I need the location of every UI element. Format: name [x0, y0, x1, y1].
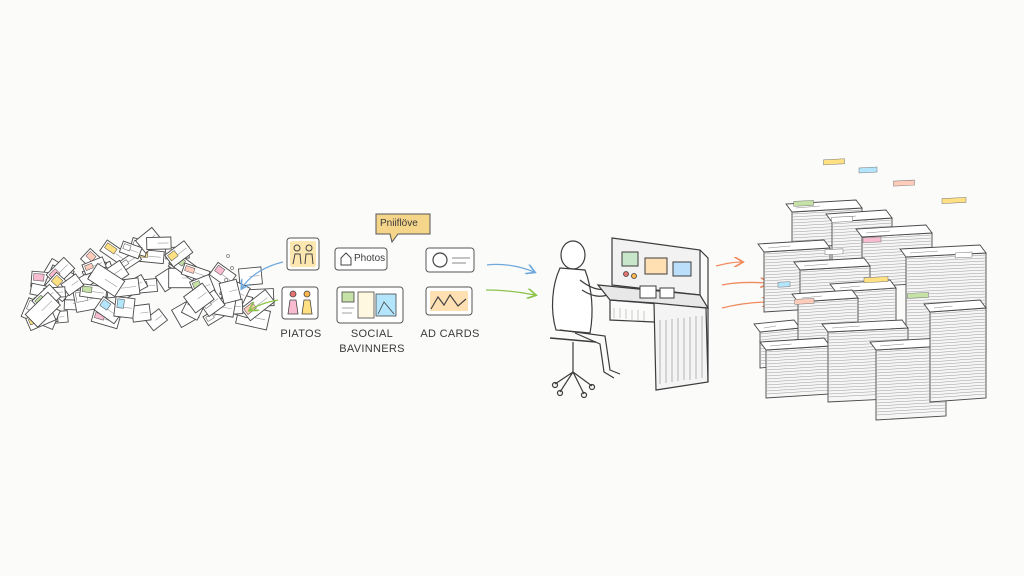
document-stack — [869, 292, 947, 421]
scattered-paper — [146, 236, 172, 250]
label-ad-cards: AD CARDS — [420, 328, 480, 340]
photos-icon-label: Photos — [354, 253, 386, 264]
arrow-to-pile-blue — [242, 261, 284, 288]
scattered-paper — [118, 240, 143, 260]
organized-document-stacks — [753, 158, 987, 421]
control-console — [596, 237, 710, 391]
scattered-paper — [93, 295, 124, 325]
paper-fragment — [224, 278, 228, 282]
arrow-to-stacks-2 — [721, 282, 768, 285]
arrow-to-pile-green — [250, 299, 279, 310]
messy-document-pile — [20, 226, 276, 332]
cc-icon — [425, 247, 475, 273]
photos-button-icon — [334, 247, 388, 271]
scattered-paper — [79, 283, 108, 301]
tooltip-badge — [375, 213, 431, 244]
label-photos: PIATOS — [280, 328, 322, 340]
scattered-paper — [218, 278, 242, 305]
arrow-to-operator-green — [485, 290, 535, 295]
figures-icon — [281, 286, 319, 320]
scattered-paper — [164, 240, 194, 268]
document-stack — [759, 298, 831, 399]
tooltip-label: Pniiflöve — [380, 218, 418, 229]
operator-at-console — [549, 240, 621, 399]
label-social-line1: SOCIAL — [350, 328, 394, 340]
paper-fragment — [230, 266, 234, 270]
scattered-paper — [182, 282, 215, 314]
chart-card-icon — [425, 286, 473, 316]
paper-fragment — [226, 254, 230, 258]
scattered-paper — [237, 266, 263, 287]
scattered-paper — [24, 291, 62, 328]
label-social-line2: BAVINNERS — [339, 343, 405, 355]
arrow-to-operator-blue — [486, 263, 534, 272]
arrow-to-stacks-3 — [721, 302, 770, 309]
people-icon — [286, 237, 320, 271]
scattered-paper — [144, 308, 169, 332]
document-stack — [923, 251, 987, 403]
scattered-paper — [87, 262, 126, 298]
arrow-to-stacks-1 — [715, 262, 742, 266]
scattered-paper — [113, 296, 136, 319]
social-banner-icon — [336, 286, 404, 324]
